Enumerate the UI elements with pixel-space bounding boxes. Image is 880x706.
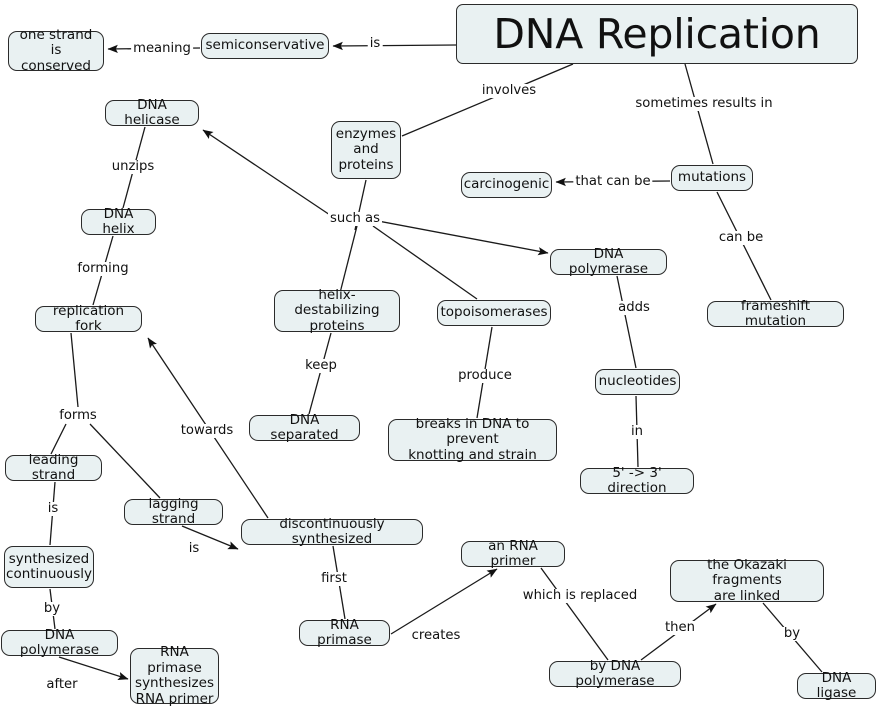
node-dna_helix[interactable]: DNA helix [81,206,156,237]
node-mutations[interactable]: mutations [671,165,753,191]
node-synth_cont[interactable]: synthesized continuously [4,546,94,588]
node-semiconservative[interactable]: semiconservative [201,33,329,59]
node-carcinogenic[interactable]: carcinogenic [461,172,552,198]
edge-label-e_then: then [662,620,698,635]
edge-label-e_first: first [319,571,349,586]
edge-label-e_towards: towards [178,423,236,438]
node-dna_helicase[interactable]: DNA helicase [105,97,199,128]
edge-label-e_is_leading: is [45,501,61,516]
edge-label-e_involves: involves [479,83,539,98]
node-rna_primase_syn[interactable]: RNA primase synthesizes RNA primer [130,644,219,706]
node-frameshift[interactable]: frameshift mutation [707,298,844,329]
node-five_three[interactable]: 5' -> 3' direction [580,465,694,496]
edge-e_creates [390,568,498,635]
node-dna_ligase[interactable]: DNA ligase [797,670,876,701]
edge-e_suchas_pol [377,220,549,256]
edge-label-e_creates: creates [409,628,463,643]
edge-label-e_thatcanbe: that can be [573,174,653,189]
edge-label-e_by_ligase: by [781,626,803,641]
edge-e_canbe [716,191,772,301]
node-dna_polymerase_2[interactable]: DNA polymerase [1,627,118,658]
node-okazaki[interactable]: the Okazaki fragments are linked [670,557,824,604]
edge-label-e_after: after [44,677,80,692]
node-discontinuous[interactable]: discontinuously synthesized [241,516,423,547]
node-one_strand[interactable]: one strand is conserved [8,27,104,74]
edge-label-e_in: in [628,424,646,439]
edge-label-e_suchas_up: such as [328,211,382,226]
edge-e_results [684,63,714,165]
edge-label-e_by: by [41,601,63,616]
edge-e_replaced [540,567,609,661]
node-dna_separated[interactable]: DNA separated [249,412,360,443]
edge-label-e_keep: keep [303,358,339,373]
edge-e_after [58,656,129,680]
edge-label-e_adds: adds [616,300,652,315]
edge-label-e_forming: forming [75,261,131,276]
node-nucleotides[interactable]: nucleotides [595,369,680,395]
edge-e_forms_lead [50,423,67,455]
edge-e_is [332,41,457,51]
node-leading_strand[interactable]: leading strand [5,452,102,483]
edge-e_forms [70,332,79,408]
edge-label-e_forms: forms [57,408,99,423]
node-by_dna_pol[interactable]: by DNA polymerase [549,658,681,689]
edge-e_adds [616,275,637,369]
node-enzymes[interactable]: enzymes and proteins [331,121,401,179]
node-helix_destab[interactable]: helix-destabilizing proteins [274,287,400,334]
node-rna_primer[interactable]: an RNA primer [461,538,565,569]
edge-e_suchas_hel [202,129,337,220]
edge-label-e_is_lagging: is [186,541,202,556]
edge-label-e_meaning: meaning [131,41,193,56]
edge-label-e_replaced: which is replaced [520,588,640,603]
node-topoisomerases[interactable]: topoisomerases [437,300,551,326]
edge-e_involves [401,63,574,137]
node-rna_primase[interactable]: RNA primase [299,617,390,648]
edge-e_forms_lag [89,423,161,499]
node-replication_fork[interactable]: replication fork [35,303,142,334]
node-dna_polymerase_1[interactable]: DNA polymerase [550,246,667,277]
edge-e_keep [308,332,332,415]
edge-label-e_results: sometimes results in [633,96,775,111]
node-lagging_strand[interactable]: lagging strand [124,496,223,527]
edge-e_suchas_hd [340,225,358,290]
edge-label-e_is: is [367,36,383,51]
node-breaks[interactable]: breaks in DNA to prevent knotting and st… [388,416,557,463]
edge-e_is_lagging [181,525,239,550]
edge-e_suchas_topo [372,225,478,300]
edge-label-e_canbe: can be [716,230,766,245]
node-title[interactable]: DNA Replication [456,4,858,64]
edge-label-e_produce: produce [456,368,514,383]
edge-label-e_unzips: unzips [109,159,157,174]
